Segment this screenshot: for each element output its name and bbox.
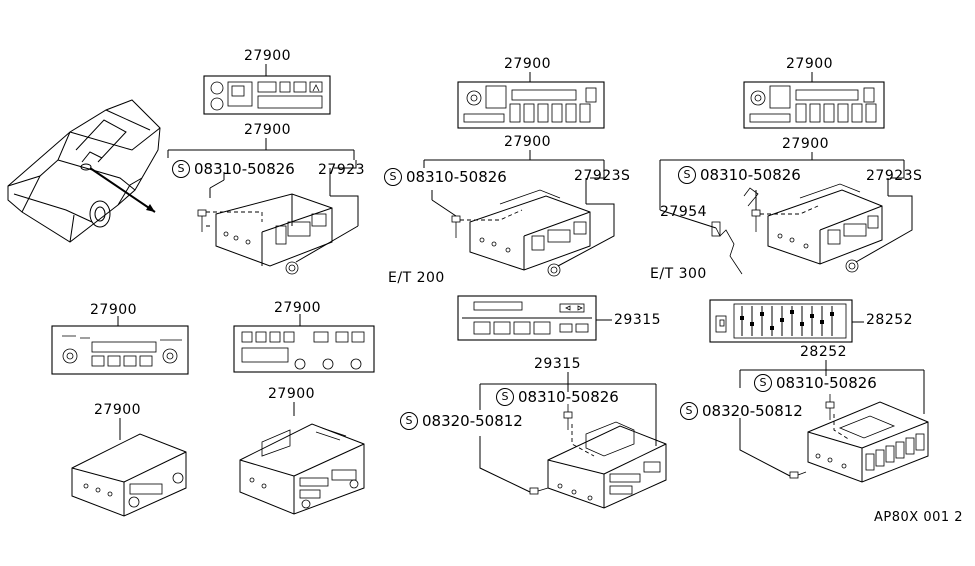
s-circle-icon: S — [754, 374, 772, 392]
radio-top-mid — [423, 72, 615, 277]
radio-top-right — [659, 72, 913, 275]
screw-code-amp-upper-text: 08310-50826 — [518, 388, 619, 406]
screw-code-eq-lower-text: 08320-50812 — [702, 402, 803, 420]
part-number-29315-unit: 29315 — [534, 356, 582, 372]
radio-bottom-left-face — [51, 316, 189, 375]
part-number-27900-top-left: 27900 — [244, 48, 292, 64]
screw-code-amp-lower-text: 08320-50812 — [422, 412, 523, 430]
s-circle-icon: S — [172, 160, 190, 178]
screw-code-right: S 08310-50826 — [678, 166, 801, 184]
part-number-28252-face: 28252 — [866, 312, 914, 328]
screw-code-amp-upper: S 08310-50826 — [496, 388, 619, 406]
part-number-27923s-mid: 27923S — [574, 168, 631, 184]
part-number-27900-top-right: 27900 — [786, 56, 834, 72]
screw-code-right-text: 08310-50826 — [700, 166, 801, 184]
screw-code-left-text: 08310-50826 — [194, 160, 295, 178]
equalizer-face — [709, 299, 864, 343]
s-circle-icon: S — [496, 388, 514, 406]
variant-et200: E/T 200 — [388, 270, 445, 286]
part-number-27900-bottom-mid-face: 27900 — [274, 300, 322, 316]
car-illustration — [7, 99, 161, 243]
part-number-28252-unit: 28252 — [800, 344, 848, 360]
part-number-27900-top-mid-bracket: 27900 — [504, 134, 552, 150]
part-number-27923-left: 27923 — [318, 162, 366, 178]
part-number-27923s-right: 27923S — [866, 168, 923, 184]
part-number-27900-bottom-left-face: 27900 — [90, 302, 138, 318]
amplifier-unit — [479, 372, 667, 509]
screw-code-mid-text: 08310-50826 — [406, 168, 507, 186]
screw-code-mid: S 08310-50826 — [384, 168, 507, 186]
part-number-27900-top-right-bracket: 27900 — [782, 136, 830, 152]
equalizer-unit — [739, 360, 929, 483]
screw-code-eq-lower: S 08320-50812 — [680, 402, 803, 420]
figure-code: AP80X 001 2 — [874, 510, 964, 525]
part-number-29315-face: 29315 — [614, 312, 662, 328]
screw-code-left: S 08310-50826 — [172, 160, 295, 178]
radio-bottom-mid-face — [233, 314, 375, 373]
s-circle-icon: S — [678, 166, 696, 184]
radio-bottom-mid-unit — [239, 402, 365, 515]
part-number-27900-bottom-mid-unit: 27900 — [268, 386, 316, 402]
screw-code-eq-upper-text: 08310-50826 — [776, 374, 877, 392]
variant-et300: E/T 300 — [650, 266, 707, 282]
amplifier-face — [457, 295, 612, 341]
s-circle-icon: S — [384, 168, 402, 186]
part-number-27900-top-left-bracket: 27900 — [244, 122, 292, 138]
screw-code-eq-upper: S 08310-50826 — [754, 374, 877, 392]
part-number-27900-bottom-left-unit: 27900 — [94, 402, 142, 418]
radio-bottom-left-unit — [71, 418, 187, 517]
radio-top-left — [167, 64, 359, 275]
part-number-27954: 27954 — [660, 204, 708, 220]
screw-code-amp-lower: S 08320-50812 — [400, 412, 523, 430]
part-number-27900-top-mid: 27900 — [504, 56, 552, 72]
s-circle-icon: S — [680, 402, 698, 420]
s-circle-icon: S — [400, 412, 418, 430]
